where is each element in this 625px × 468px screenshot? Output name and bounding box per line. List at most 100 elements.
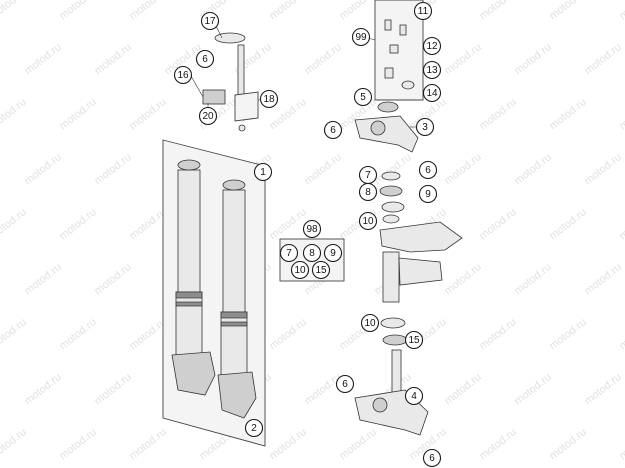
- frame-gusset: [398, 257, 443, 286]
- watermark-text: motod.ru: [442, 261, 484, 297]
- watermark-text: motod.ru: [477, 316, 519, 352]
- race-9: [381, 201, 405, 213]
- callout-6c: 6: [418, 160, 438, 180]
- watermark-text: motod.ru: [547, 316, 589, 352]
- callout-20: 20: [198, 106, 218, 126]
- callout-circle: [404, 386, 424, 406]
- callout-label: 8: [365, 187, 371, 198]
- watermark-text: motod.ru: [302, 371, 344, 407]
- watermark-text: motod.ru: [267, 426, 309, 462]
- callout-label: 2: [251, 423, 257, 434]
- watermark-text: motod.ru: [267, 316, 309, 352]
- callout-label: 17: [204, 16, 216, 27]
- callout-circle: [335, 374, 355, 394]
- watermark-text: motod.ru: [57, 96, 99, 132]
- callout-label: 3: [422, 122, 428, 133]
- callout-circle: [358, 211, 378, 231]
- watermark-text: motod.ru: [617, 206, 625, 242]
- race-10b: [380, 317, 406, 329]
- watermark-text: motod.ru: [582, 261, 624, 297]
- right-fork-ring: [220, 321, 248, 327]
- callout-99: 99: [351, 27, 371, 47]
- right-fork-cap: [222, 179, 246, 191]
- callout-circle: [422, 448, 442, 468]
- right-fork-seal: [220, 311, 248, 319]
- bearing-8: [379, 185, 403, 197]
- watermark-text: motod.ru: [442, 41, 484, 77]
- watermark-text: motod.ru: [92, 151, 134, 187]
- callout-label: 20: [202, 111, 214, 122]
- watermark-text: motod.ru: [92, 371, 134, 407]
- damper-bracket-panel: [234, 91, 259, 122]
- bolt-11a: [384, 19, 392, 31]
- callout-7: 7: [358, 165, 378, 185]
- dust-seal-7: [381, 171, 401, 181]
- watermark-text: motod.ru: [512, 41, 554, 77]
- callout-circle: [413, 1, 433, 21]
- frame-head: [379, 221, 463, 253]
- watermark-text: motod.ru: [0, 316, 29, 352]
- watermark-text: motod.ru: [267, 206, 309, 242]
- bearing-15: [382, 334, 408, 346]
- fork-assembly: [162, 139, 266, 447]
- callout-circle: [195, 49, 215, 69]
- callout-circle: [360, 313, 380, 333]
- bearing-group: [379, 171, 463, 303]
- callout-8: 8: [358, 182, 378, 202]
- callout-circle: [259, 89, 279, 109]
- callout-label: 7: [365, 170, 371, 181]
- callout-label: 6: [330, 125, 336, 136]
- watermark-text: motod.ru: [92, 41, 134, 77]
- callout-17: 17: [200, 11, 220, 31]
- right-fork-tube: [222, 189, 246, 316]
- callout-k8: 8: [302, 243, 322, 263]
- callout-98: 98: [302, 219, 322, 239]
- watermark-text: motod.ru: [127, 426, 169, 462]
- callout-label: 13: [426, 65, 438, 76]
- callout-label: 1: [260, 167, 266, 178]
- callout-2: 2: [244, 418, 264, 438]
- callout-circle: [422, 60, 442, 80]
- callout-label: 98: [306, 224, 318, 235]
- watermark-text: motod.ru: [617, 0, 625, 22]
- callout-label: 5: [360, 92, 366, 103]
- callout-15: 15: [404, 330, 424, 350]
- callout-label: 18: [263, 94, 275, 105]
- watermark-text: motod.ru: [57, 0, 99, 22]
- damper-clamp: [214, 32, 246, 44]
- callout-circle: [353, 87, 373, 107]
- callout-10a: 10: [358, 211, 378, 231]
- watermark-text: motod.ru: [442, 151, 484, 187]
- watermark-text: motod.ru: [617, 96, 625, 132]
- callout-circle: [290, 260, 310, 280]
- callout-6a: 6: [195, 49, 215, 69]
- callout-circle: [323, 120, 343, 140]
- callout-circle: [418, 184, 438, 204]
- callout-12: 12: [422, 36, 442, 56]
- callout-circle: [279, 243, 299, 263]
- left-fork-cap: [177, 159, 201, 171]
- bolt-11b: [399, 24, 407, 36]
- callout-9: 9: [418, 184, 438, 204]
- callout-5: 5: [353, 87, 373, 107]
- watermark-text: motod.ru: [92, 261, 134, 297]
- watermark-text: motod.ru: [127, 0, 169, 22]
- callout-label: 15: [315, 265, 327, 276]
- callout-1: 1: [253, 162, 273, 182]
- damper-body: [202, 89, 226, 105]
- callout-circle: [415, 117, 435, 137]
- watermark-text: motod.ru: [57, 316, 99, 352]
- watermark-text: motod.ru: [337, 426, 379, 462]
- callout-label: 99: [355, 32, 367, 43]
- left-axle-lug: [171, 351, 216, 396]
- watermark-text: motod.ru: [0, 426, 29, 462]
- callout-circle: [323, 243, 343, 263]
- callout-circle: [244, 418, 264, 438]
- callout-circle: [200, 11, 220, 31]
- nut-5: [377, 101, 399, 113]
- callout-label: 11: [418, 6, 429, 17]
- top-clamp-bore: [370, 120, 386, 136]
- watermark-text: motod.ru: [547, 96, 589, 132]
